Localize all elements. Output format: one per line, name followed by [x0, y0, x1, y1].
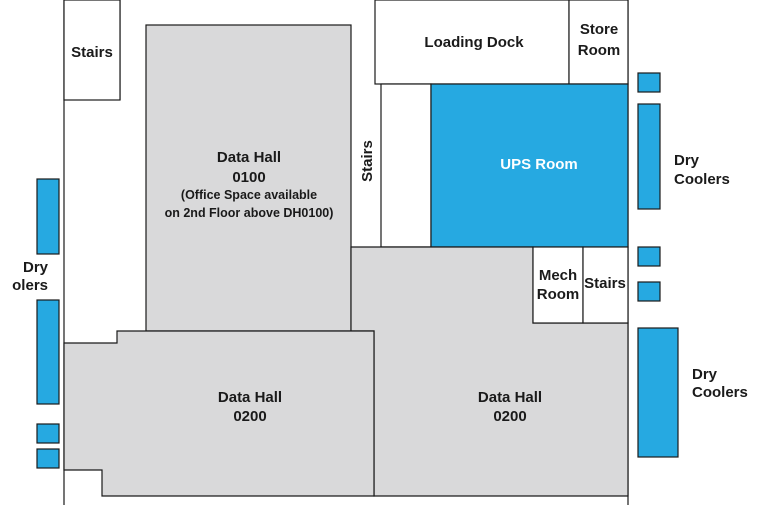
- mech-room-label-line2: Room: [537, 286, 580, 303]
- loading-dock-label: Loading Dock: [424, 34, 524, 51]
- stairs-vertical-label: Stairs: [359, 140, 376, 182]
- stairs-right-room: [582, 246, 629, 324]
- dry-cooler-left-4: [36, 448, 60, 469]
- dry-cooler-right-1: [637, 72, 661, 93]
- data-hall-0200-right-number: 0200: [493, 408, 526, 425]
- stairs-top-left-label: Stairs: [71, 44, 113, 61]
- dry-cooler-left-1: [36, 178, 60, 255]
- store-room-label-line1: Store: [580, 21, 618, 38]
- data-hall-0100-note-line2: on 2nd Floor above DH0100): [165, 206, 334, 220]
- data-hall-0200-left-number: 0200: [233, 408, 266, 425]
- data-hall-0200-right-label: Data Hall: [478, 389, 542, 406]
- data-hall-0200-left: [63, 330, 375, 497]
- corridor-box: [380, 83, 432, 248]
- mech-room: [532, 246, 584, 324]
- data-hall-0200-left-label: Data Hall: [218, 389, 282, 406]
- dry-coolers-right-bottom-label-line1: Dry: [692, 366, 718, 383]
- data-hall-0100-label: Data Hall: [217, 149, 281, 166]
- stairs-top-left-room: [63, 0, 121, 101]
- dry-coolers-right-top-label-line2: Coolers: [674, 171, 730, 188]
- store-room-label-line2: Room: [578, 42, 621, 59]
- dry-cooler-right-2: [637, 103, 661, 210]
- dry-cooler-left-2: [36, 299, 60, 405]
- ups-room-label: UPS Room: [500, 156, 578, 173]
- data-hall-0100-number: 0100: [232, 169, 265, 186]
- dry-cooler-right-3: [637, 246, 661, 267]
- dry-coolers-left-label-line1: Dry: [23, 259, 49, 276]
- stairs-right-label: Stairs: [584, 275, 626, 292]
- dry-coolers-left-label-line2: olers: [12, 277, 48, 294]
- dry-coolers-right-top-label-line1: Dry: [674, 152, 700, 169]
- dry-cooler-right-4: [637, 281, 661, 302]
- dry-coolers-right-bottom-label-line2: Coolers: [692, 384, 748, 401]
- loading-dock-room: [374, 0, 570, 85]
- ups-room: [430, 83, 629, 248]
- store-room: [568, 0, 629, 85]
- dry-cooler-left-3: [36, 423, 60, 444]
- mech-room-label-line1: Mech: [539, 267, 577, 284]
- dry-cooler-right-5: [637, 327, 679, 458]
- data-hall-0100-note-line1: (Office Space available: [181, 188, 317, 202]
